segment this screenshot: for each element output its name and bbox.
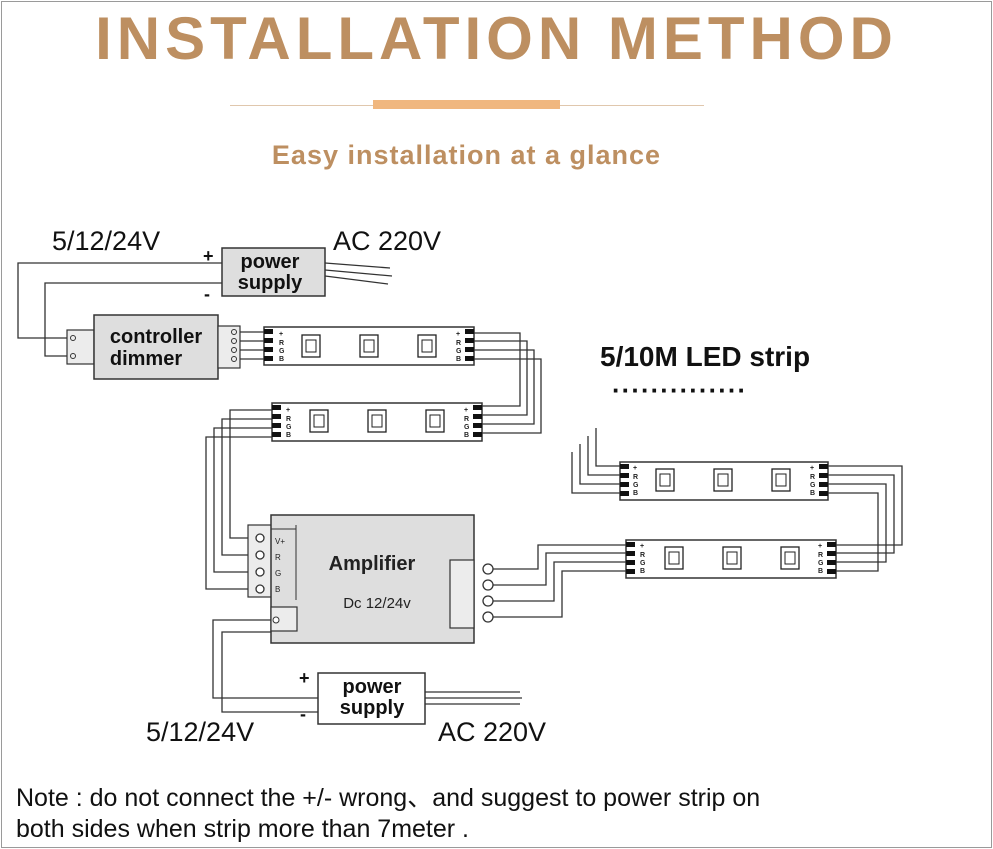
note-line-2: both sides when strip more than 7meter . <box>16 815 470 843</box>
top-voltage-label: 5/12/24V <box>52 226 160 256</box>
bottom-power-supply: power supply + - <box>299 668 426 725</box>
strip-dots: ·············· <box>612 375 747 405</box>
top-supply-minus: - <box>204 284 210 304</box>
svg-text:R: R <box>275 553 281 562</box>
bottom-voltage-label: 5/12/24V <box>146 717 254 747</box>
svg-text:V+: V+ <box>275 537 285 546</box>
amplifier-title: Amplifier <box>329 553 416 575</box>
bottom-supply-plus: + <box>299 668 310 688</box>
top-supply-plus: + <box>203 246 214 266</box>
top-ac-label: AC 220V <box>333 226 441 256</box>
bottom-supply-label-1: power <box>343 676 402 698</box>
strip-title: 5/10M LED strip <box>600 341 810 372</box>
controller-dimmer: controller dimmer <box>66 314 241 380</box>
amplifier: V+ R G B Amplifier Dc 12/24v <box>247 514 494 644</box>
top-power-supply: power supply + - <box>203 246 326 304</box>
title-accent-bar <box>373 100 560 109</box>
led-strip-4 <box>619 461 829 501</box>
led-strip-2 <box>271 402 483 442</box>
wires <box>17 262 903 713</box>
subtitle-text: Easy installation at a glance <box>271 140 662 170</box>
top-supply-label-1: power <box>241 251 300 273</box>
led-strip-3 <box>625 539 837 579</box>
led-strip-1 <box>263 326 475 366</box>
bottom-ac-label: AC 220V <box>438 717 546 747</box>
amplifier-voltage: Dc 12/24v <box>343 595 411 612</box>
page-title: INSTALLATION METHOD <box>95 5 898 72</box>
note: Note : do not connect the +/- wrong、and … <box>16 783 976 845</box>
note-line-1: Note : do not connect the +/- wrong、and … <box>16 784 761 812</box>
wire-top-minus <box>44 282 222 357</box>
svg-text:G: G <box>275 569 281 578</box>
bottom-supply-label-2: supply <box>340 697 405 719</box>
svg-text:B: B <box>275 585 280 594</box>
page-subtitle: Easy installation at a glance <box>0 140 933 171</box>
wire-bottom-minus <box>221 631 318 713</box>
controller-label-2: dimmer <box>110 348 182 370</box>
wire-bottom-plus <box>212 619 318 699</box>
controller-label-1: controller <box>110 326 202 348</box>
top-supply-label-2: supply <box>238 272 303 294</box>
bottom-supply-minus: - <box>300 704 306 724</box>
